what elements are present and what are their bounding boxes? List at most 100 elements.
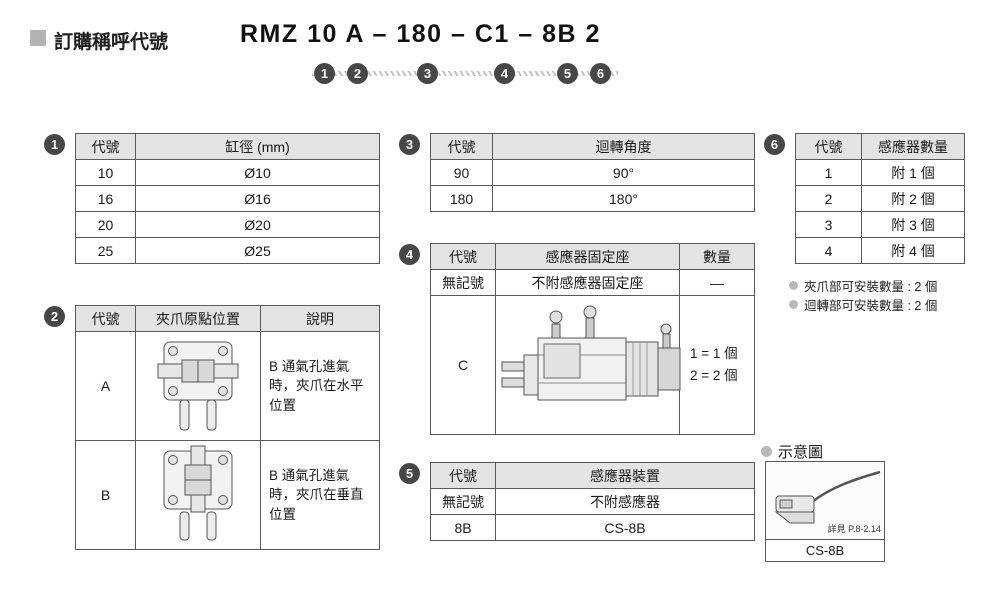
sensor-illustration: [768, 466, 882, 530]
cell: —: [679, 269, 755, 296]
table-row: C: [430, 295, 755, 435]
cell: B: [75, 440, 136, 550]
table-row: 8B CS-8B: [430, 514, 755, 541]
table-marker-6: 6: [764, 134, 785, 155]
cell: 無記號: [430, 269, 496, 296]
table-row: 90 90°: [430, 159, 755, 186]
cell: 不附感應器: [495, 488, 755, 515]
table-row: B B 通氣孔進氣時，夾爪在垂直位置: [75, 440, 380, 550]
bullet-icon: [789, 281, 798, 290]
cell: 附 1 個: [861, 159, 965, 186]
cell: 1: [795, 159, 862, 186]
qty-option: 2 = 2 個: [690, 368, 738, 383]
cell: Ø25: [135, 237, 380, 264]
column-header: 感應器裝置: [495, 462, 755, 489]
rotation-angle-table: 3 代號 迴轉角度 90 90° 180 180°: [399, 133, 755, 212]
table-row: 25 Ø25: [75, 237, 380, 264]
column-header: 代號: [75, 133, 136, 160]
cell: 90: [430, 159, 493, 186]
table-marker-5: 5: [399, 463, 420, 484]
cell: 10: [75, 159, 136, 186]
cell: 4: [795, 237, 862, 264]
note-text: 夾爪部可安裝數量 : 2 個: [804, 280, 938, 294]
column-header: 說明: [260, 305, 380, 332]
column-header: 夾爪原點位置: [135, 305, 261, 332]
qty-option: 1 = 1 個: [690, 346, 738, 362]
table-marker-4: 4: [399, 244, 420, 265]
table-row: 無記號 不附感應器固定座 —: [430, 269, 755, 296]
table-marker-3: 3: [399, 134, 420, 155]
cell: B 通氣孔進氣時，夾爪在垂直位置: [260, 440, 380, 550]
column-header: 感應器固定座: [495, 243, 680, 270]
cell: 2: [795, 185, 862, 212]
code-marker-1: 1: [314, 63, 335, 84]
schematic-label-text: 示意圖: [778, 444, 824, 461]
cell: 附 2 個: [861, 185, 965, 212]
cell: B 通氣孔進氣時，夾爪在水平位置: [260, 331, 380, 441]
cell: 無記號: [430, 488, 496, 515]
code-marker-6: 6: [590, 63, 611, 84]
column-header: 代號: [75, 305, 136, 332]
table-row: 3 附 3 個: [795, 211, 965, 238]
table-row: 2 附 2 個: [795, 185, 965, 212]
cell: Ø16: [135, 185, 380, 212]
note-jaw-capacity: 夾爪部可安裝數量 : 2 個: [789, 276, 937, 295]
cell: 16: [75, 185, 136, 212]
cell: Ø10: [135, 159, 380, 186]
schematic-caption: CS-8B: [766, 539, 884, 561]
cell: 20: [75, 211, 136, 238]
table-row: 1 附 1 個: [795, 159, 965, 186]
bore-size-table: 1 代號 缸徑 (mm) 10 Ø10 16 Ø16 20 Ø20 25 Ø25: [44, 133, 380, 264]
cell: 25: [75, 237, 136, 264]
note-text: 迴轉部可安裝數量 : 2 個: [804, 299, 938, 313]
code-marker-3: 3: [417, 63, 438, 84]
cell: 不附感應器固定座: [495, 269, 680, 296]
column-header: 數量: [679, 243, 755, 270]
code-marker-2: 2: [347, 63, 368, 84]
schematic-box: 詳見 P.8-2.14 CS-8B: [765, 461, 885, 562]
gripper-front-vertical-jaws-illustration: [135, 440, 261, 550]
column-header: 感應器數量: [861, 133, 965, 160]
table-row: 16 Ø16: [75, 185, 380, 212]
sensor-mount-table: 4 代號 感應器固定座 數量 無記號 不附感應器固定座 — C: [399, 243, 755, 435]
table-row: A B 通氣孔進氣時，夾爪在水平位置: [75, 331, 380, 441]
cell: 附 4 個: [861, 237, 965, 264]
column-header: 代號: [430, 462, 496, 489]
cell: 90°: [492, 159, 755, 186]
cell: 8B: [430, 514, 496, 541]
table-row: 10 Ø10: [75, 159, 380, 186]
cell: 1 = 1 個 2 = 2 個: [679, 295, 755, 435]
section-square-icon: [30, 30, 46, 46]
table-row: 180 180°: [430, 185, 755, 212]
table-marker-1: 1: [44, 134, 65, 155]
table-row: 無記號 不附感應器: [430, 488, 755, 515]
bullet-icon: [789, 300, 798, 309]
sensor-quantity-table: 6 代號 感應器數量 1 附 1 個 2 附 2 個 3 附 3 個 4 附 4…: [764, 133, 965, 264]
column-header: 缸徑 (mm): [135, 133, 380, 160]
model-code: RMZ 10 A – 180 – C1 – 8B 2: [240, 20, 601, 48]
gripper-front-horizontal-jaws-illustration: [135, 331, 261, 441]
bullet-icon: [761, 446, 772, 457]
column-header: 代號: [430, 133, 493, 160]
rotary-gripper-assembly-illustration: [495, 295, 681, 435]
reference-text: 詳見 P.8-2.14: [827, 524, 881, 534]
code-marker-4: 4: [494, 63, 515, 84]
cell: 180: [430, 185, 493, 212]
column-header: 代號: [795, 133, 862, 160]
cell: 附 3 個: [861, 211, 965, 238]
cell: C: [430, 295, 496, 435]
sensor-device-table: 5 代號 感應器裝置 無記號 不附感應器 8B CS-8B: [399, 462, 755, 541]
marker-hatch-line: [312, 71, 618, 76]
page-title: 訂購稱呼代號: [54, 32, 169, 53]
cell: A: [75, 331, 136, 441]
cell: 180°: [492, 185, 755, 212]
table-marker-2: 2: [44, 306, 65, 327]
cell: Ø20: [135, 211, 380, 238]
column-header: 代號: [430, 243, 496, 270]
column-header: 迴轉角度: [492, 133, 755, 160]
schematic-label: 示意圖: [761, 441, 823, 462]
jaw-origin-table: 2 代號 夾爪原點位置 說明 A: [44, 305, 380, 550]
note-rotary-capacity: 迴轉部可安裝數量 : 2 個: [789, 295, 937, 314]
table-row: 20 Ø20: [75, 211, 380, 238]
